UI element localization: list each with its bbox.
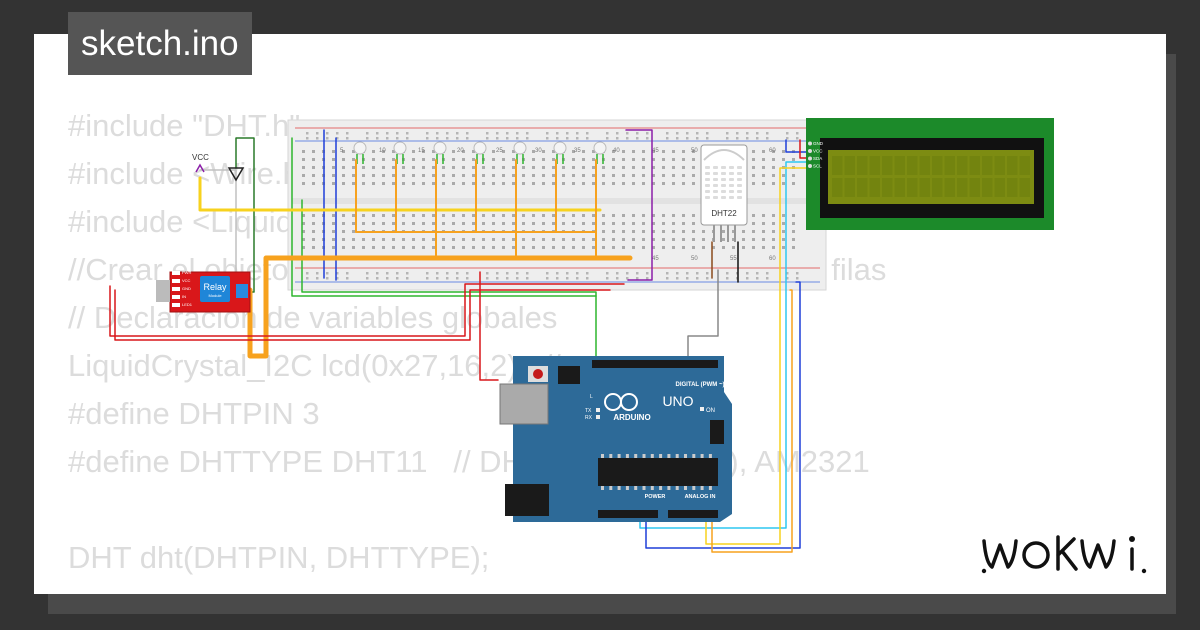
relay-pin-label: GND [182,286,191,291]
breadboard-col-label: 55 [730,256,737,262]
code-line: #include "DHT.h" [68,108,301,143]
code-line: #define DHTPIN 3 [68,396,320,431]
breadboard-col-label: 25 [496,148,503,154]
breadboard-col-label: 60 [769,148,776,154]
ard-power: POWER [645,494,666,500]
breadboard-col-label: 45 [652,256,659,262]
ard-tx: TX [585,408,592,414]
relay-title: Relay [203,282,227,292]
file-title-tag: sketch.ino [68,12,252,75]
dht22-sensor: DHT22 [700,144,748,242]
wokwi-logo [981,535,1147,574]
relay-pin-label: PWR [182,270,191,275]
ard-analog: ANALOG IN [685,494,716,500]
breadboard-col-label: 40 [613,148,620,154]
lcd-pin-label: SCL [813,164,822,169]
ard-brand: ARDUINO [613,413,650,422]
lcd-pin-label: GND [813,141,824,146]
ground-symbol [227,167,245,182]
wires [109,129,809,553]
breadboard-col-label: 60 [769,256,776,262]
ard-l: L [590,394,593,400]
relay-pin-label: LED1 [182,302,193,307]
relay-sub: Module [208,293,222,298]
breadboard-col-label: 20 [457,148,464,154]
breadboard-col-label: 45 [652,148,659,154]
led [593,141,607,164]
relay-pin-label: IN [182,294,186,299]
breadboard-col-label: 15 [418,148,425,154]
breadboard-col-label: 30 [535,148,542,154]
breadboard-col-label: 50 [691,148,698,154]
ard-digital: DIGITAL (PWM ~) [676,382,725,388]
arduino-uno: DIGITAL (PWM ~) UNO ARDUINO ON TX RX L P… [499,356,732,522]
vcc-text: VCC [192,153,209,162]
lcd-pin-label: SDA [813,156,822,161]
breadboard-col-label: 10 [379,148,386,154]
ard-uno: UNO [662,393,693,409]
led [513,141,527,164]
code-line: DHT dht(DHTPIN, DHTTYPE); [68,540,490,575]
led [553,141,567,164]
breadboard-col-label: 35 [574,148,581,154]
breadboard-col-label: 5 [340,148,344,154]
ard-rx: RX [585,415,593,421]
relay-pin-label: VCC [182,278,191,283]
led [433,141,447,164]
breadboard-col-label: 50 [691,256,698,262]
code-line: int relay = 4; [68,582,886,594]
lcd-pin-label: VCC [813,149,823,154]
dht-label: DHT22 [711,209,737,218]
relay-module: Relay Module PWR VCC GND IN LED1 [156,270,251,313]
ard-on: ON [706,408,715,414]
lcd-display: GND VCC SDA SCL [806,118,1054,230]
vcc-symbol: VCC [192,153,209,173]
